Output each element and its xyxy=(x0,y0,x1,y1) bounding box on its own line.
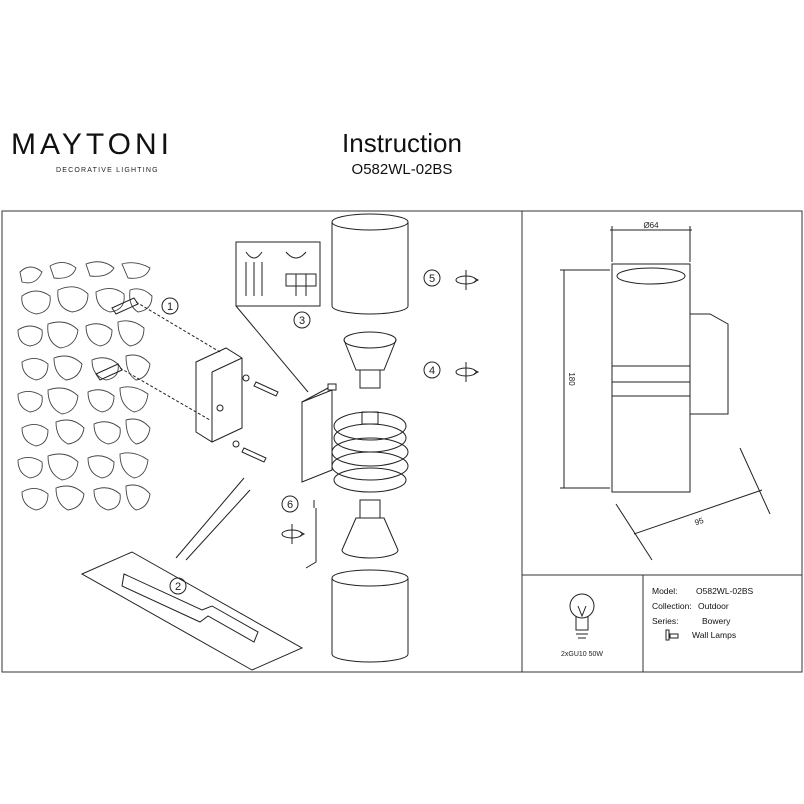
model-label: Model: xyxy=(652,586,678,596)
bottom-cover-tube xyxy=(331,569,409,663)
bulb-icon xyxy=(569,593,595,639)
step-number: 5 xyxy=(429,273,435,285)
diagram-frame xyxy=(1,210,803,673)
step-number: 1 xyxy=(167,301,173,313)
screw-top xyxy=(242,374,279,397)
brand-logo: MAYTONI xyxy=(11,128,173,161)
series-value: Bowery xyxy=(702,616,731,626)
dimension-depth: 95 xyxy=(693,516,705,528)
top-gu10-bulb xyxy=(343,331,397,389)
collection-label: Collection: xyxy=(652,601,692,611)
mounting-bracket xyxy=(195,347,243,443)
wall-anchor-top xyxy=(111,297,221,353)
wall-anchor-bottom xyxy=(95,363,211,421)
step-number: 6 xyxy=(287,499,293,511)
lamp-spec: 2xGU10 50W xyxy=(561,651,603,658)
screwdriver-panel xyxy=(80,477,304,671)
collection-value: Outdoor xyxy=(698,601,729,611)
page-title: Instruction xyxy=(342,128,462,158)
category-value: Wall Lamps xyxy=(692,630,736,640)
wall-lamp-icon xyxy=(665,629,679,641)
rotate-arrow-step5 xyxy=(455,270,480,290)
dimension-height: 180 xyxy=(567,372,576,386)
brand-tagline: DECORATIVE LIGHTING xyxy=(56,167,159,174)
step-number: 4 xyxy=(429,365,435,377)
lamp-body xyxy=(301,383,409,493)
screw-bottom xyxy=(232,440,267,463)
model-code-heading: O582WL-02BS xyxy=(351,161,453,178)
rotate-arrow-step4 xyxy=(455,362,480,382)
step-marker-1: 1 xyxy=(161,297,179,315)
wiring-detail xyxy=(235,241,321,393)
step-number: 3 xyxy=(299,315,305,327)
step-marker-5: 5 xyxy=(423,269,441,287)
model-value: O582WL-02BS xyxy=(696,586,753,596)
series-label: Series: xyxy=(652,616,678,626)
dimension-diameter: Ø64 xyxy=(643,221,659,230)
hex-key xyxy=(305,500,317,569)
top-cover-tube xyxy=(331,213,409,315)
step-marker-2: 2 xyxy=(169,577,187,595)
rotate-arrow-step6 xyxy=(281,524,306,544)
stone-wall xyxy=(17,261,153,511)
step-marker-6: 6 xyxy=(281,495,299,513)
step-number: 2 xyxy=(175,581,181,593)
bottom-gu10-bulb xyxy=(341,499,399,559)
step-marker-3: 3 xyxy=(293,311,311,329)
dimension-drawing xyxy=(560,226,771,561)
step-marker-4: 4 xyxy=(423,361,441,379)
